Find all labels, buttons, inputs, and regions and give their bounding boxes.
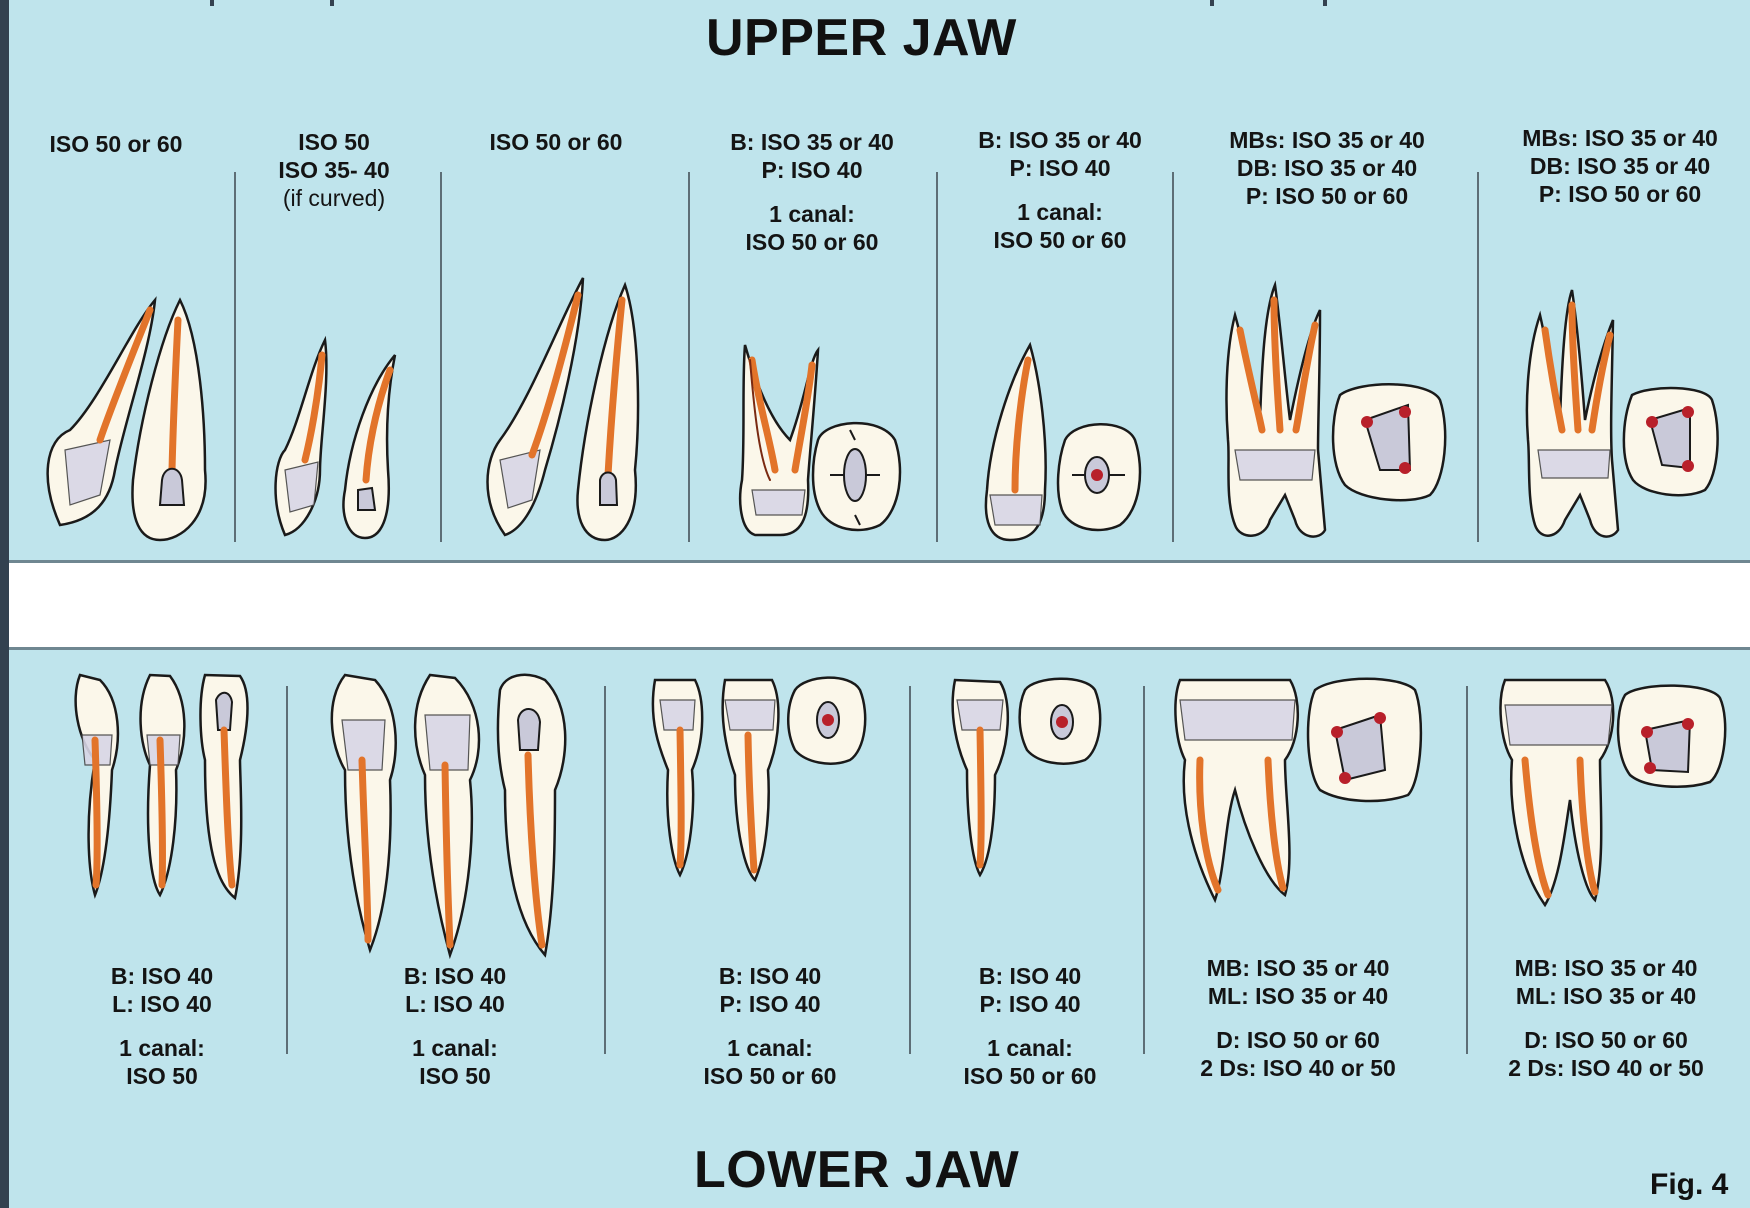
upper-central-incisor	[48, 300, 206, 540]
upper-first-premolar	[740, 345, 900, 535]
lower-second-premolar	[953, 679, 1101, 875]
upper-first-molar	[1226, 285, 1445, 537]
upper-second-molar	[1527, 290, 1718, 537]
lower-first-premolar	[653, 678, 865, 880]
lower-second-molar	[1501, 680, 1726, 905]
lower-central-incisor	[76, 675, 248, 898]
lower-canine	[332, 675, 565, 955]
upper-canine	[488, 278, 638, 540]
upper-second-premolar	[986, 345, 1140, 540]
upper-lateral-incisor	[276, 340, 395, 538]
lower-first-molar	[1175, 679, 1420, 900]
